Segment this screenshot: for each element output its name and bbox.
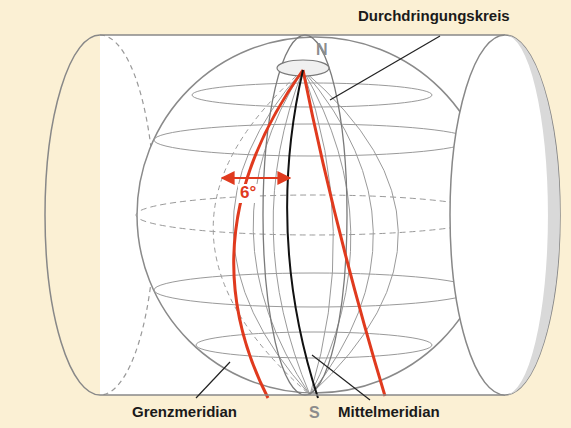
cylinder-right-end — [450, 35, 560, 395]
angle-label: 6° — [238, 184, 258, 203]
zone-width-arrow — [222, 177, 290, 179]
leader-line — [312, 355, 370, 400]
callout-label: Grenzmeridian — [132, 404, 237, 421]
central-meridian — [287, 70, 318, 398]
cylinder-edge — [100, 34, 505, 36]
cylinder-edge — [100, 394, 505, 396]
pole-label: N — [316, 41, 328, 59]
cylinder-left-end — [45, 35, 100, 395]
border-meridian — [303, 70, 385, 396]
pole-label: S — [309, 404, 320, 422]
leader-line — [330, 36, 440, 100]
callout-label: Durchdringungskreis — [358, 8, 510, 25]
cylinder-inner-wall — [505, 35, 560, 395]
globe-outline — [137, 37, 493, 393]
border-meridian — [234, 70, 303, 398]
graticule — [136, 70, 492, 395]
leader-line — [196, 362, 230, 398]
callout-label: Mittelmeridian — [338, 404, 440, 421]
